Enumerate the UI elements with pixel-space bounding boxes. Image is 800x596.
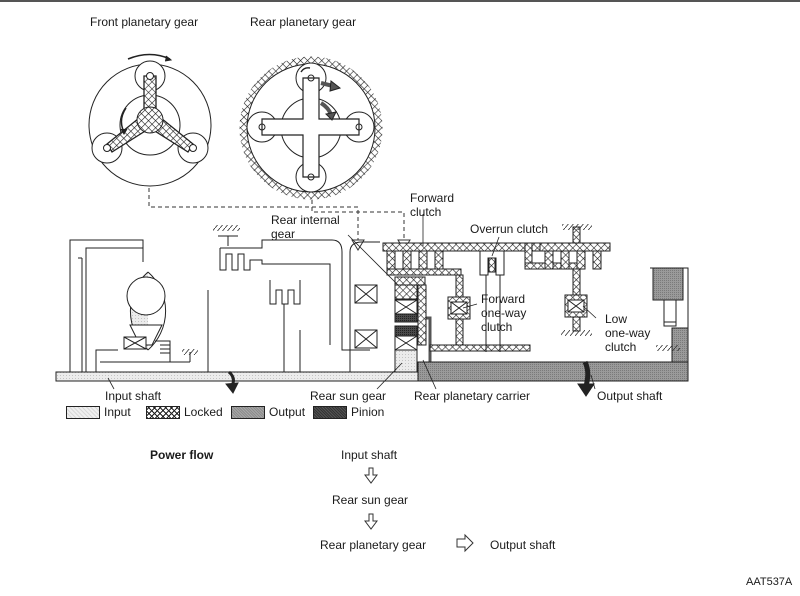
rear-planetary-gear-title: Rear planetary gear [250, 15, 357, 29]
legend-swatch-locked [146, 405, 180, 419]
forward-one-way-clutch-label-line3: clutch [481, 320, 513, 334]
legend-item-output: Output [231, 405, 305, 419]
forward-clutch-label-line2: clutch [410, 205, 442, 219]
power-flow-arrows [364, 467, 474, 553]
front-planetary-gear-view [88, 53, 212, 187]
power-flow-step-input-shaft: Input shaft [341, 448, 398, 462]
legend-label: Locked [184, 405, 223, 419]
legend-label: Input [104, 405, 131, 419]
leader-lines [107, 214, 597, 390]
legend-swatch-input [66, 405, 100, 419]
low-one-way-clutch-label-line1: Low [605, 312, 628, 326]
front-planetary-gear-title: Front planetary gear [90, 15, 199, 29]
legend-swatch-output [231, 405, 265, 419]
forward-one-way-clutch-label-line1: Forward [481, 292, 526, 306]
top-border [0, 0, 800, 2]
forward-one-way-clutch-label-line2: one-way [481, 306, 527, 320]
locked-components [382, 224, 611, 352]
rear-planetary-gear-view [239, 56, 383, 200]
shafts [55, 267, 689, 382]
rear-internal-gear-label-line2: gear [271, 227, 296, 241]
low-one-way-clutch-label-line2: one-way [605, 326, 651, 340]
legend-label: Pinion [351, 405, 385, 419]
down-arrow-icon [364, 513, 378, 530]
legend-item-locked: Locked [146, 405, 223, 419]
forward-clutch-label-line1: Forward [410, 191, 455, 205]
power-flow-step-rear-sun-gear: Rear sun gear [332, 493, 409, 507]
overrun-clutch-label: Overrun clutch [470, 222, 549, 236]
rear-planetary-carrier-label: Rear planetary carrier [414, 389, 531, 403]
down-arrow-icon [364, 467, 378, 484]
rear-internal-gear-label-line1: Rear internal [271, 213, 340, 227]
rotation-arrows [225, 360, 595, 397]
output-shaft-label: Output shaft [597, 389, 663, 403]
power-flow-step-rear-planetary-gear: Rear planetary gear [320, 538, 427, 552]
legend-label: Output [269, 405, 306, 419]
rear-sun-gear-label: Rear sun gear [310, 389, 387, 403]
rear-planetary-section [349, 241, 432, 381]
legend-swatch-pinion [313, 405, 347, 419]
legend-item-input: Input [66, 405, 131, 419]
middle-clutch-assembly [207, 225, 370, 372]
right-arrow-icon [456, 533, 474, 553]
input-shaft-label: Input shaft [105, 389, 162, 403]
power-flow-step-output-shaft: Output shaft [490, 538, 556, 552]
legend-item-pinion: Pinion [313, 405, 384, 419]
low-one-way-clutch-label-line3: clutch [605, 340, 637, 354]
power-flow-heading: Power flow [150, 448, 214, 462]
torque-converter [55, 239, 198, 378]
figure-code: AAT537A [746, 576, 793, 588]
